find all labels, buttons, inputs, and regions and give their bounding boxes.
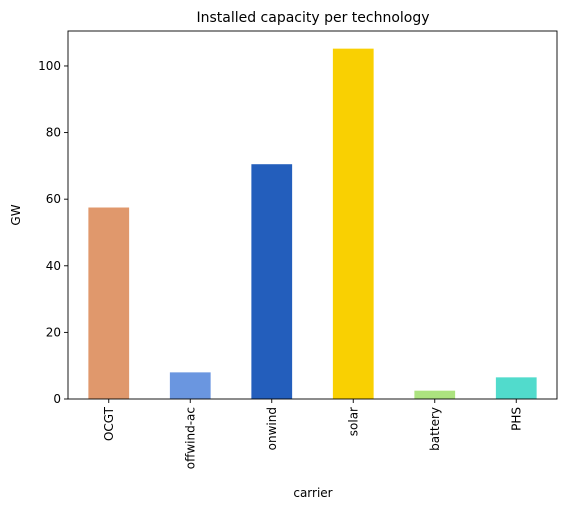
y-tick-label: 100 bbox=[38, 59, 61, 73]
bar-onwind bbox=[251, 164, 293, 399]
y-tick-label: 80 bbox=[46, 126, 61, 140]
chart-title: Installed capacity per technology bbox=[196, 10, 429, 26]
y-tick-label: 60 bbox=[46, 192, 61, 206]
y-tick-label: 20 bbox=[46, 325, 61, 339]
x-tick-label-solar: solar bbox=[346, 407, 360, 436]
y-tick-label: 40 bbox=[46, 259, 61, 273]
x-axis-title: carrier bbox=[293, 486, 332, 500]
bar-PHS bbox=[495, 377, 537, 399]
plot-frame bbox=[67, 30, 558, 400]
bar-battery bbox=[414, 390, 456, 399]
x-tick-label-battery: battery bbox=[428, 407, 442, 451]
x-tick-label-OCGT: OCGT bbox=[102, 406, 116, 441]
x-tick-label-PHS: PHS bbox=[509, 407, 523, 431]
y-axis-title: GW bbox=[9, 204, 23, 225]
bar-OCGT bbox=[88, 207, 130, 399]
x-tick-label-onwind: onwind bbox=[265, 407, 279, 450]
bar-solar bbox=[332, 48, 374, 400]
y-tick-label: 0 bbox=[53, 392, 61, 406]
x-tick-label-offwind-ac: offwind-ac bbox=[183, 407, 197, 469]
bar-offwind-ac bbox=[169, 372, 211, 399]
